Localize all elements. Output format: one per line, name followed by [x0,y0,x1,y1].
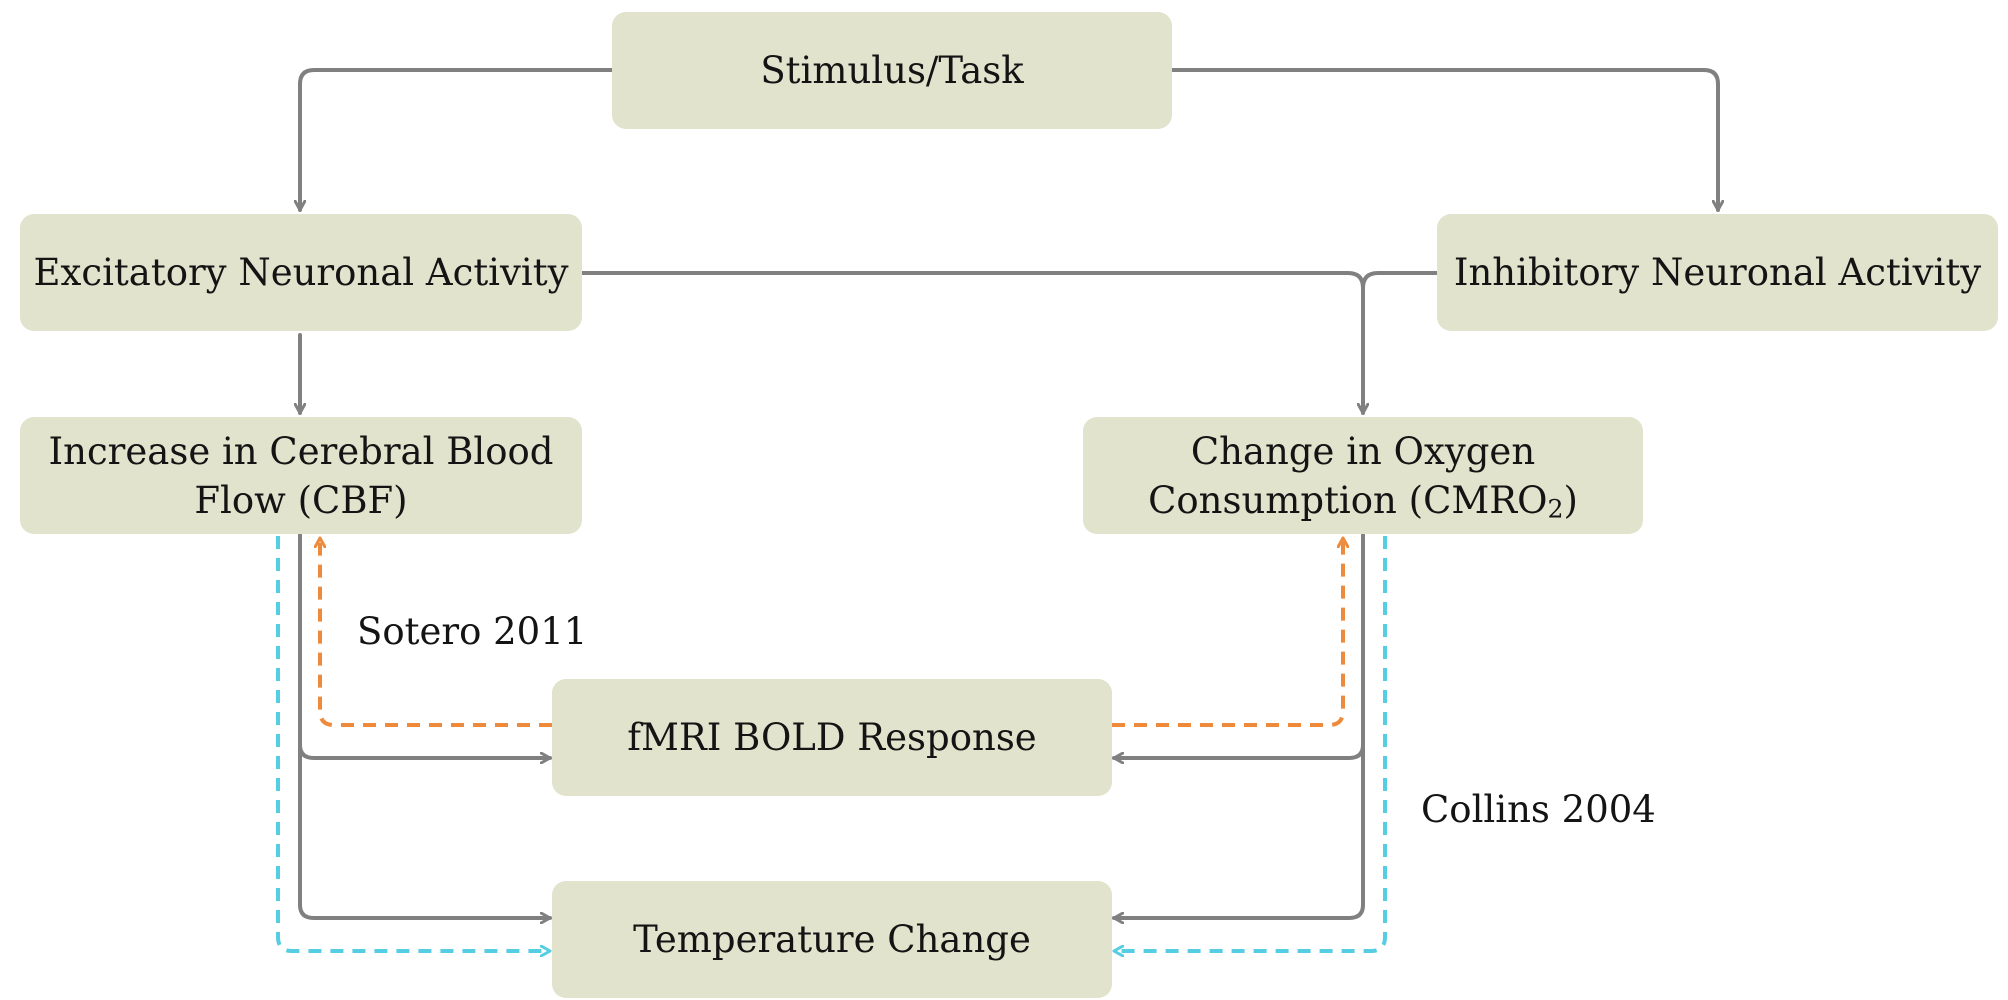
node-inhibitory-label: Inhibitory Neuronal Activity [1453,251,1982,294]
node-cbf-line2: Flow (CBF) [194,478,408,522]
edge-cbf-to-temperature [298,743,552,918]
node-oxygen-consumption: Change in Oxygen Consumption (CMRO2) [1083,417,1643,534]
node-cbf-line1: Increase in Cerebral Blood [48,429,554,473]
node-stimulus-task: Stimulus/Task [612,12,1172,129]
node-excitatory-label: Excitatory Neuronal Activity [33,251,569,294]
edge-bold-to-cmro2-dashed [1112,538,1343,727]
edge-cbf-to-temperature-dashed [276,536,550,951]
node-cmro2-subscript: 2 [1547,494,1564,524]
node-cmro2-line2: Consumption (CMRO2) [1148,476,1578,525]
edge-excitatory-to-cmro2 [580,271,1363,415]
node-cmro2-line1: Change in Oxygen [1190,429,1536,473]
node-temperature-label: Temperature Change [633,918,1031,961]
node-cmro2-line2-prefix: Consumption (CMRO [1148,478,1548,522]
edge-cmro2-to-temperature-dashed [1114,536,1387,951]
edge-inhibitory-to-cmro2 [1361,271,1439,290]
edge-bold-to-cbf-dashed [320,538,552,727]
annotation-collins: Collins 2004 [1421,788,1656,831]
node-cerebral-blood-flow: Increase in Cerebral Blood Flow (CBF) [20,417,582,534]
edge-cmro2-to-bold [1112,533,1365,758]
annotation-sotero: Sotero 2011 [357,610,588,653]
edge-cmro2-to-temperature [1112,743,1365,918]
node-stimulus-task-label: Stimulus/Task [760,49,1024,92]
node-bold-label: fMRI BOLD Response [627,716,1037,759]
edge-stimulus-to-inhibitory [1170,68,1718,212]
node-inhibitory-neuronal-activity: Inhibitory Neuronal Activity [1437,214,1998,331]
node-fmri-bold-response: fMRI BOLD Response [552,679,1112,796]
edge-stimulus-to-excitatory [300,68,614,212]
node-excitatory-neuronal-activity: Excitatory Neuronal Activity [20,214,582,331]
node-temperature-change: Temperature Change [552,881,1112,998]
node-cmro2-line2-suffix: ) [1563,478,1578,522]
